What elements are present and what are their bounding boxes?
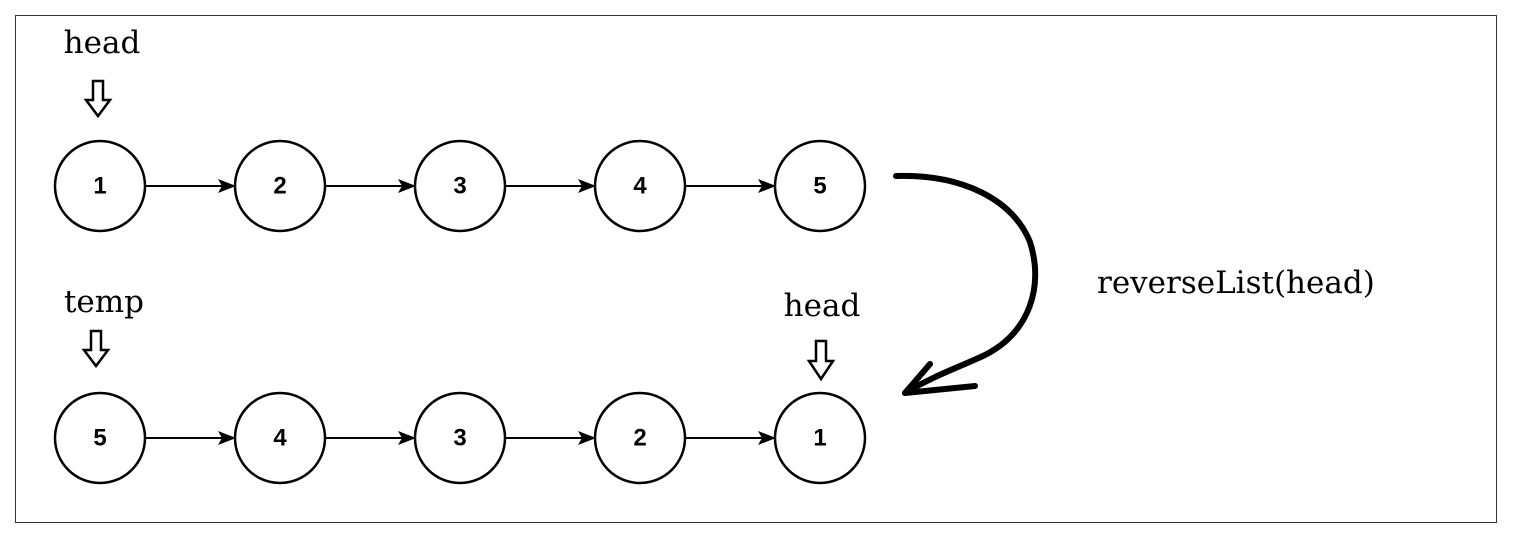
bottom-node-1-label: 5 <box>93 424 106 451</box>
bottom-link-5-4 <box>145 431 236 445</box>
top-head-label: head <box>64 25 141 61</box>
top-node-4-label: 4 <box>633 172 647 199</box>
top-link-3-4 <box>505 179 596 193</box>
top-node-5: 5 <box>773 139 867 233</box>
bottom-node-4-label: 2 <box>633 424 646 451</box>
top-link-1-2 <box>145 179 236 193</box>
bottom-head-down-arrow-icon <box>806 339 836 382</box>
bottom-link-2-1 <box>685 431 776 445</box>
top-node-1: 1 <box>53 139 147 233</box>
bottom-node-3: 3 <box>413 391 507 485</box>
top-link-4-5 <box>685 179 776 193</box>
bottom-link-4-3 <box>325 431 416 445</box>
bottom-head-label: head <box>784 288 861 324</box>
reverse-curve-arrow-icon <box>893 172 1039 396</box>
bottom-node-2: 4 <box>233 391 327 485</box>
bottom-node-4: 2 <box>593 391 687 485</box>
bottom-node-1: 5 <box>53 391 147 485</box>
top-node-1-label: 1 <box>93 172 106 199</box>
top-link-2-3 <box>325 179 416 193</box>
top-node-5-label: 5 <box>813 172 826 199</box>
top-head-down-arrow-icon <box>83 79 113 119</box>
bottom-node-5-label: 1 <box>813 424 826 451</box>
bottom-node-3-label: 3 <box>453 424 466 451</box>
top-node-2: 2 <box>233 139 327 233</box>
operation-label: reverseList(head) <box>1097 265 1375 301</box>
bottom-node-2-label: 4 <box>273 424 287 451</box>
top-node-3: 3 <box>413 139 507 233</box>
top-node-4: 4 <box>593 139 687 233</box>
bottom-temp-label: temp <box>64 284 144 320</box>
bottom-temp-down-arrow-icon <box>81 329 111 369</box>
top-list-links <box>145 179 776 193</box>
diagram-frame <box>15 15 1497 523</box>
bottom-node-5: 1 <box>773 391 867 485</box>
bottom-list-links <box>145 431 776 445</box>
top-node-2-label: 2 <box>273 172 286 199</box>
top-node-3-label: 3 <box>453 172 466 199</box>
top-list: 1 2 3 4 5 <box>53 139 867 233</box>
bottom-link-3-2 <box>505 431 596 445</box>
bottom-list: 5 4 3 2 1 <box>53 391 867 485</box>
